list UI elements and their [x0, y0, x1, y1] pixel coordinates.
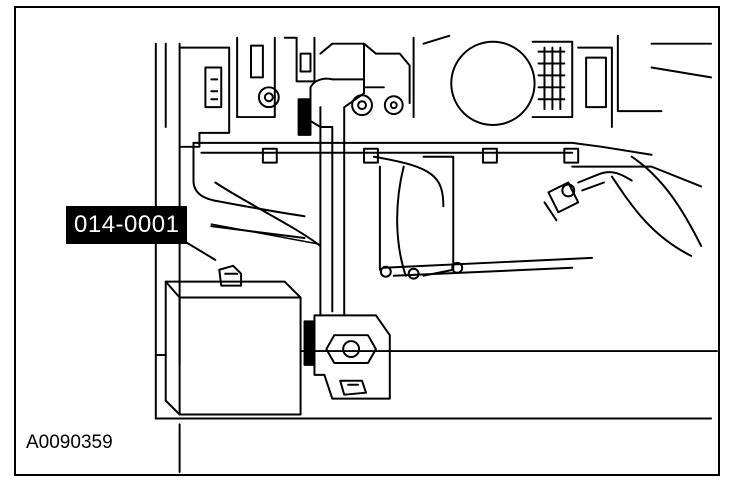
figure-id: A0090359: [26, 432, 113, 453]
callout-leader-line: [210, 223, 320, 245]
callout-label: 014-0001: [66, 206, 188, 244]
support-bracket: [297, 77, 391, 400]
support-block: [154, 264, 718, 474]
sensor-plug: [543, 171, 633, 222]
engine-support-illustration: [154, 34, 718, 474]
oil-pan: [184, 141, 703, 280]
engine-upper-detail: [178, 34, 713, 148]
figure-frame: 014-0001 A0090359: [14, 6, 720, 476]
